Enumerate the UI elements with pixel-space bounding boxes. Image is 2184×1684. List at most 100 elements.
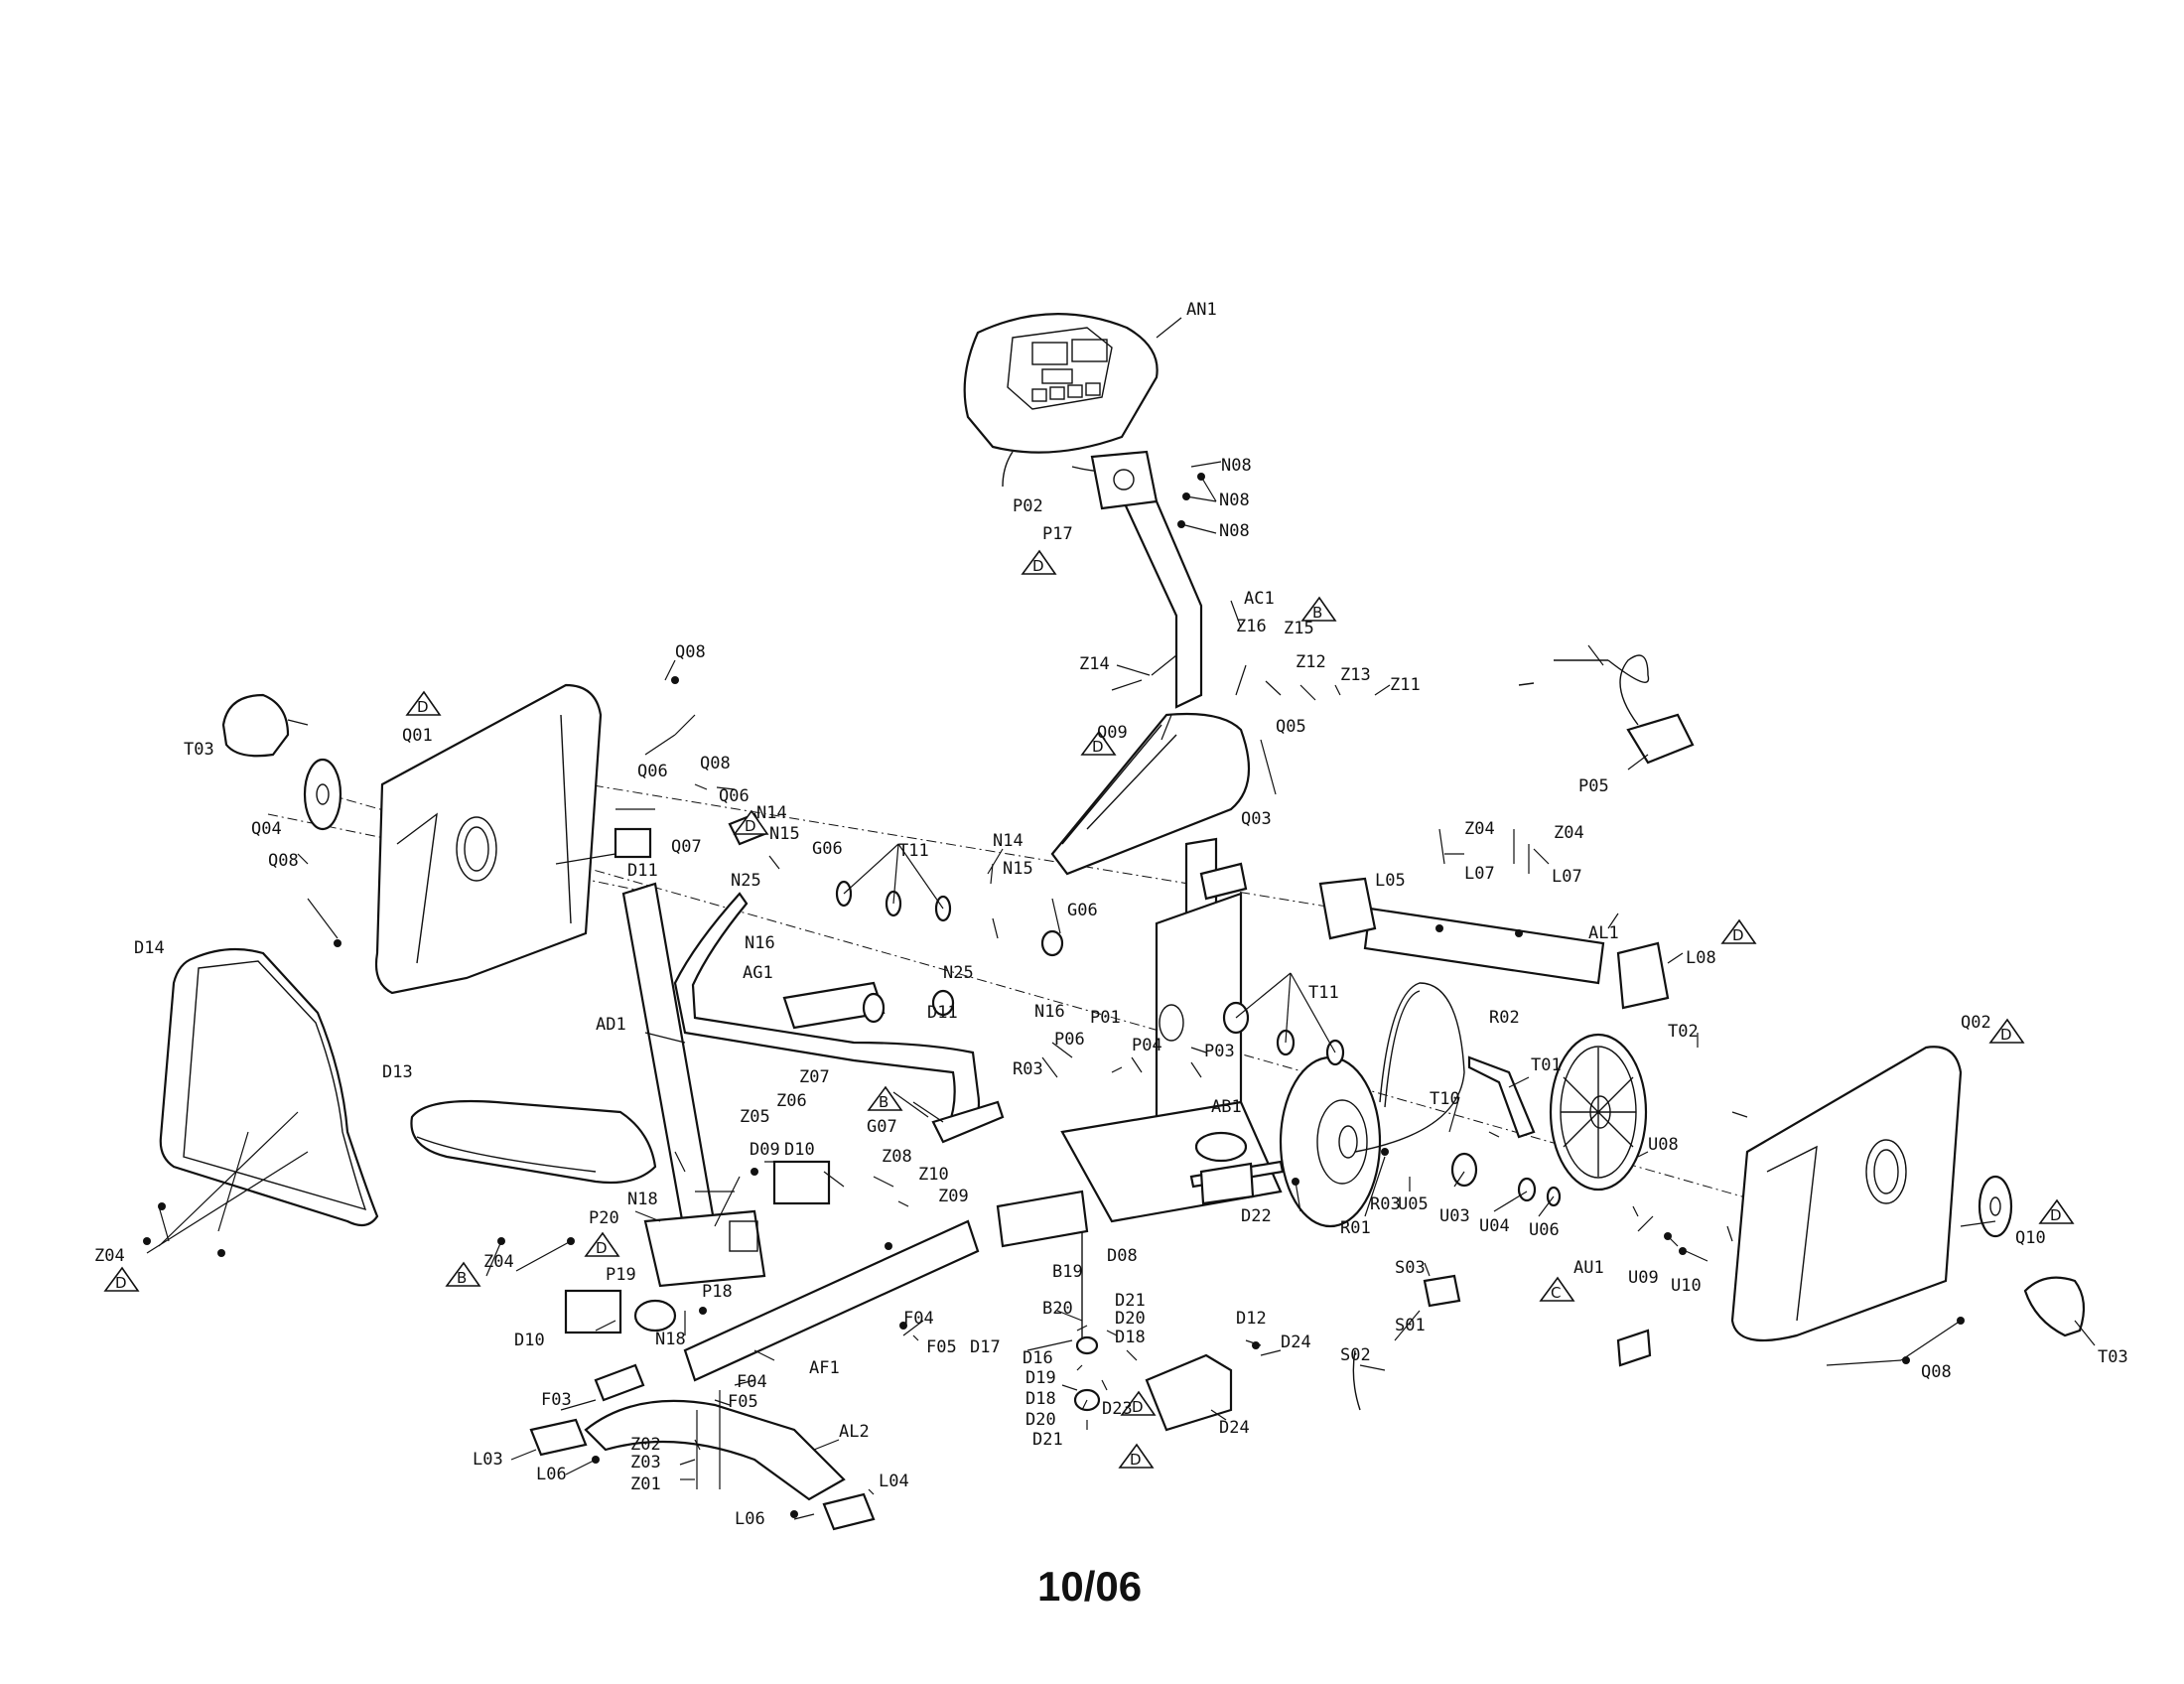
callout-au1: AU1 bbox=[1573, 1258, 1604, 1278]
marker-triangle: D bbox=[1720, 918, 1757, 944]
callout-t10: T10 bbox=[1430, 1089, 1460, 1109]
marker-triangle: D bbox=[2038, 1198, 2075, 1224]
callout-u10: U10 bbox=[1671, 1276, 1702, 1296]
callout-z07: Z07 bbox=[799, 1067, 830, 1087]
callout-z09: Z09 bbox=[938, 1187, 969, 1206]
callout-g07: G07 bbox=[867, 1117, 897, 1137]
left-disc-part bbox=[303, 758, 342, 831]
callout-z08: Z08 bbox=[882, 1147, 912, 1167]
callout-al1: AL1 bbox=[1588, 923, 1619, 943]
flywheel-part bbox=[1279, 1055, 1382, 1228]
callout-d22: D22 bbox=[1241, 1206, 1272, 1226]
callout-ab1: AB1 bbox=[1211, 1097, 1242, 1117]
callout-d11: D11 bbox=[627, 861, 658, 881]
stabilizer-foot-part bbox=[584, 1399, 846, 1501]
callout-b20: B20 bbox=[1042, 1299, 1073, 1319]
callout-q03: Q03 bbox=[1241, 809, 1272, 829]
callout-n16: N16 bbox=[1034, 1002, 1065, 1022]
callout-p17: P17 bbox=[1042, 524, 1073, 544]
callout-q08: Q08 bbox=[675, 642, 706, 662]
callout-p01: P01 bbox=[1090, 1008, 1121, 1028]
svg-text:D: D bbox=[115, 1274, 127, 1292]
callout-p06: P06 bbox=[1054, 1030, 1085, 1050]
upper-shroud-part bbox=[1050, 712, 1251, 876]
callout-q08: Q08 bbox=[268, 851, 299, 871]
callout-d10: D10 bbox=[784, 1140, 815, 1160]
callout-l03: L03 bbox=[473, 1450, 503, 1470]
callout-q08: Q08 bbox=[700, 754, 731, 773]
callout-r03: R03 bbox=[1370, 1194, 1401, 1214]
leader-lines bbox=[146, 317, 2096, 1520]
belt-part bbox=[1354, 982, 1465, 1153]
svg-text:B: B bbox=[879, 1093, 888, 1111]
callout-ad1: AD1 bbox=[596, 1015, 626, 1035]
callout-l07: L07 bbox=[1552, 867, 1582, 887]
callout-n08: N08 bbox=[1219, 521, 1250, 541]
fastener-dots bbox=[143, 473, 1965, 1518]
callout-n14: N14 bbox=[993, 831, 1024, 851]
marker-triangle: D bbox=[405, 690, 442, 716]
callout-z11: Z11 bbox=[1390, 675, 1421, 695]
callout-q04: Q04 bbox=[251, 819, 282, 839]
callout-n16: N16 bbox=[745, 933, 775, 953]
callout-d10: D10 bbox=[514, 1331, 545, 1350]
callout-d20: D20 bbox=[1115, 1309, 1146, 1329]
svg-text:B: B bbox=[457, 1269, 467, 1287]
callout-p19: P19 bbox=[606, 1265, 636, 1285]
callout-d21: D21 bbox=[1115, 1291, 1146, 1311]
callout-t02: T02 bbox=[1668, 1022, 1699, 1042]
callout-q08: Q08 bbox=[1921, 1362, 1952, 1382]
callout-b19: B19 bbox=[1052, 1262, 1083, 1282]
svg-text:D: D bbox=[417, 698, 429, 716]
callout-u06: U06 bbox=[1529, 1220, 1560, 1240]
marker-triangle: B bbox=[445, 1261, 481, 1287]
callout-z01: Z01 bbox=[630, 1474, 661, 1494]
callout-s02: S02 bbox=[1340, 1345, 1371, 1365]
console-mast-part bbox=[1090, 450, 1203, 709]
right-side-cover-part bbox=[1730, 1046, 1963, 1342]
seat-back-pad-part bbox=[159, 947, 379, 1227]
date-code: 10/06 bbox=[1037, 1563, 1142, 1610]
svg-text:D: D bbox=[1732, 926, 1744, 944]
callout-u05: U05 bbox=[1398, 1194, 1429, 1214]
callout-q02: Q02 bbox=[1961, 1013, 1991, 1033]
callout-z02: Z02 bbox=[630, 1435, 661, 1455]
left-side-cover-part bbox=[374, 683, 603, 995]
callout-z10: Z10 bbox=[918, 1165, 949, 1185]
callout-u08: U08 bbox=[1648, 1135, 1679, 1155]
callout-z12: Z12 bbox=[1296, 652, 1326, 672]
callout-q10: Q10 bbox=[2015, 1228, 2046, 1248]
callout-n08: N08 bbox=[1221, 456, 1252, 476]
callout-d23: D23 bbox=[1102, 1399, 1133, 1419]
callout-q01: Q01 bbox=[402, 726, 433, 746]
callout-z06: Z06 bbox=[776, 1091, 807, 1111]
callout-d11: D11 bbox=[927, 1003, 958, 1023]
svg-text:D: D bbox=[596, 1239, 608, 1257]
callout-ac1: AC1 bbox=[1244, 589, 1275, 609]
callout-p02: P02 bbox=[1013, 496, 1043, 516]
callout-t11: T11 bbox=[1308, 983, 1339, 1003]
callout-t01: T01 bbox=[1531, 1055, 1562, 1075]
callout-l07: L07 bbox=[1464, 864, 1495, 884]
marker-triangle: D bbox=[1021, 549, 1057, 575]
callout-p05: P05 bbox=[1578, 776, 1609, 796]
callout-af1: AF1 bbox=[809, 1358, 840, 1378]
front-stabilizer-part bbox=[683, 1219, 980, 1382]
callout-f05: F05 bbox=[728, 1392, 758, 1412]
callout-z04: Z04 bbox=[94, 1246, 125, 1266]
callout-n18: N18 bbox=[655, 1330, 686, 1349]
assembly-axis-lines bbox=[267, 759, 1778, 1207]
callout-r02: R02 bbox=[1489, 1008, 1520, 1028]
callout-z04: Z04 bbox=[483, 1252, 514, 1272]
callout-n25: N25 bbox=[943, 963, 974, 983]
callout-q06: Q06 bbox=[637, 762, 668, 781]
callout-s03: S03 bbox=[1395, 1258, 1426, 1278]
callout-q07: Q07 bbox=[671, 837, 702, 857]
callout-l06: L06 bbox=[735, 1509, 765, 1529]
svg-text:D: D bbox=[2000, 1026, 2012, 1044]
marker-triangle: B bbox=[867, 1085, 903, 1111]
marker-triangle: D bbox=[1118, 1443, 1155, 1469]
marker-triangle: D bbox=[1120, 1390, 1157, 1416]
callout-l08: L08 bbox=[1686, 948, 1716, 968]
